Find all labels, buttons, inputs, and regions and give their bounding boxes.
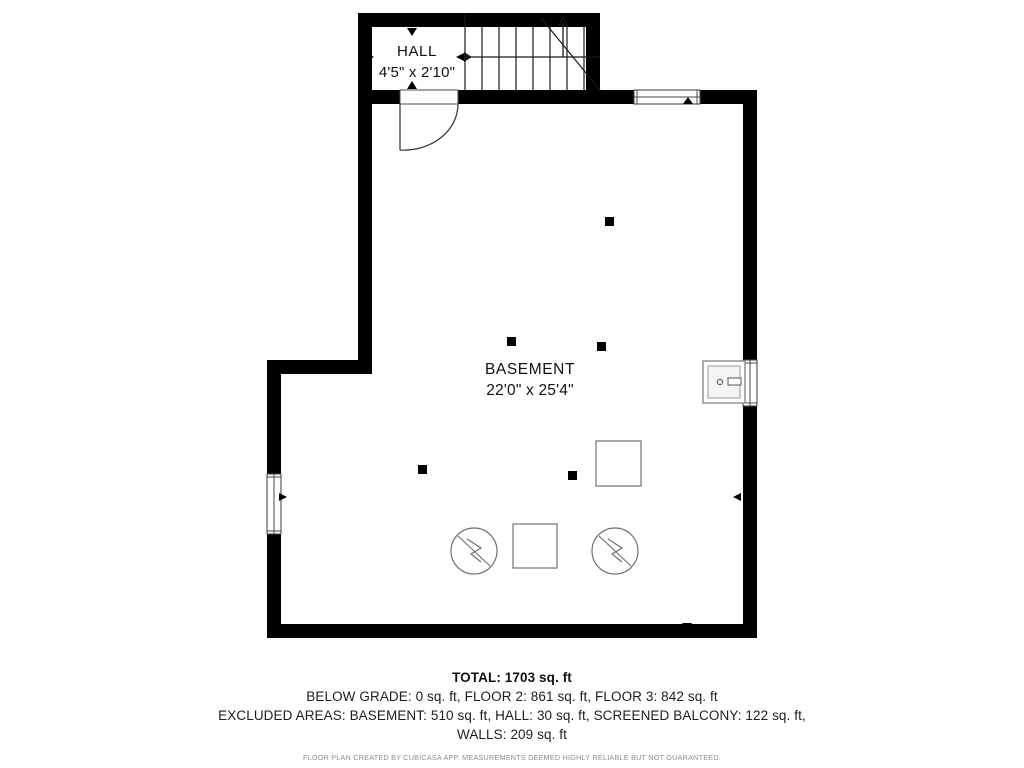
support-column [605,217,614,226]
support-column [507,337,516,346]
dim-marker-basement-bottom [682,623,692,630]
total-area-text: TOTAL: 1703 sq. ft [452,670,572,685]
dim-marker-hall-bottom [407,81,417,89]
square-fixture-upper [595,440,642,487]
dimension-markers-group [279,28,741,630]
square-fixture-lower [512,523,558,569]
support-columns-group [418,217,614,480]
dim-marker-basement-left [279,493,287,501]
windows-group [266,89,758,535]
fixtures-group [450,360,746,575]
room-dims-basement: 22'0" x 25'4" [486,382,574,399]
circular-fixture-left [450,527,498,575]
support-column [418,465,427,474]
support-column [568,471,577,480]
dim-marker-hall-left [366,53,374,61]
exterior-walls [267,13,757,638]
stairs-start-marker [464,52,472,62]
room-name-hall: HALL [397,43,437,60]
walls-group [267,13,757,638]
support-column [597,342,606,351]
room-name-basement: BASEMENT [484,361,576,378]
room-label-basement: BASEMENT 22'0" x 25'4" [485,360,575,401]
dim-marker-hall-top [407,28,417,36]
dim-marker-basement-top [683,97,693,104]
electrical-panel-icon [702,360,746,404]
area-summary-footer: TOTAL: 1703 sq. ft BELOW GRADE: 0 sq. ft… [0,668,1024,763]
circular-fixture-right [591,527,639,575]
walls-area-text: WALLS: 209 sq. ft [456,727,567,742]
hall-door[interactable] [399,89,459,151]
room-label-hall: HALL 4'5" x 2'10" [379,42,455,83]
below-grade-floors-text: BELOW GRADE: 0 sq. ft, FLOOR 2: 861 sq. … [306,689,718,704]
staircase [464,13,601,91]
excluded-areas-text: EXCLUDED AREAS: BASEMENT: 510 sq. ft, HA… [218,708,806,723]
window-left [266,473,282,535]
window-top [633,89,701,105]
stairs-up-arrow [558,15,568,57]
dim-marker-basement-right [733,493,741,501]
dim-marker-hall-right [456,53,464,61]
window-right [742,359,758,407]
disclaimer-text: FLOOR PLAN CREATED BY CUBICASA APP. MEAS… [302,753,722,762]
room-dims-hall: 4'5" x 2'10" [378,64,456,81]
